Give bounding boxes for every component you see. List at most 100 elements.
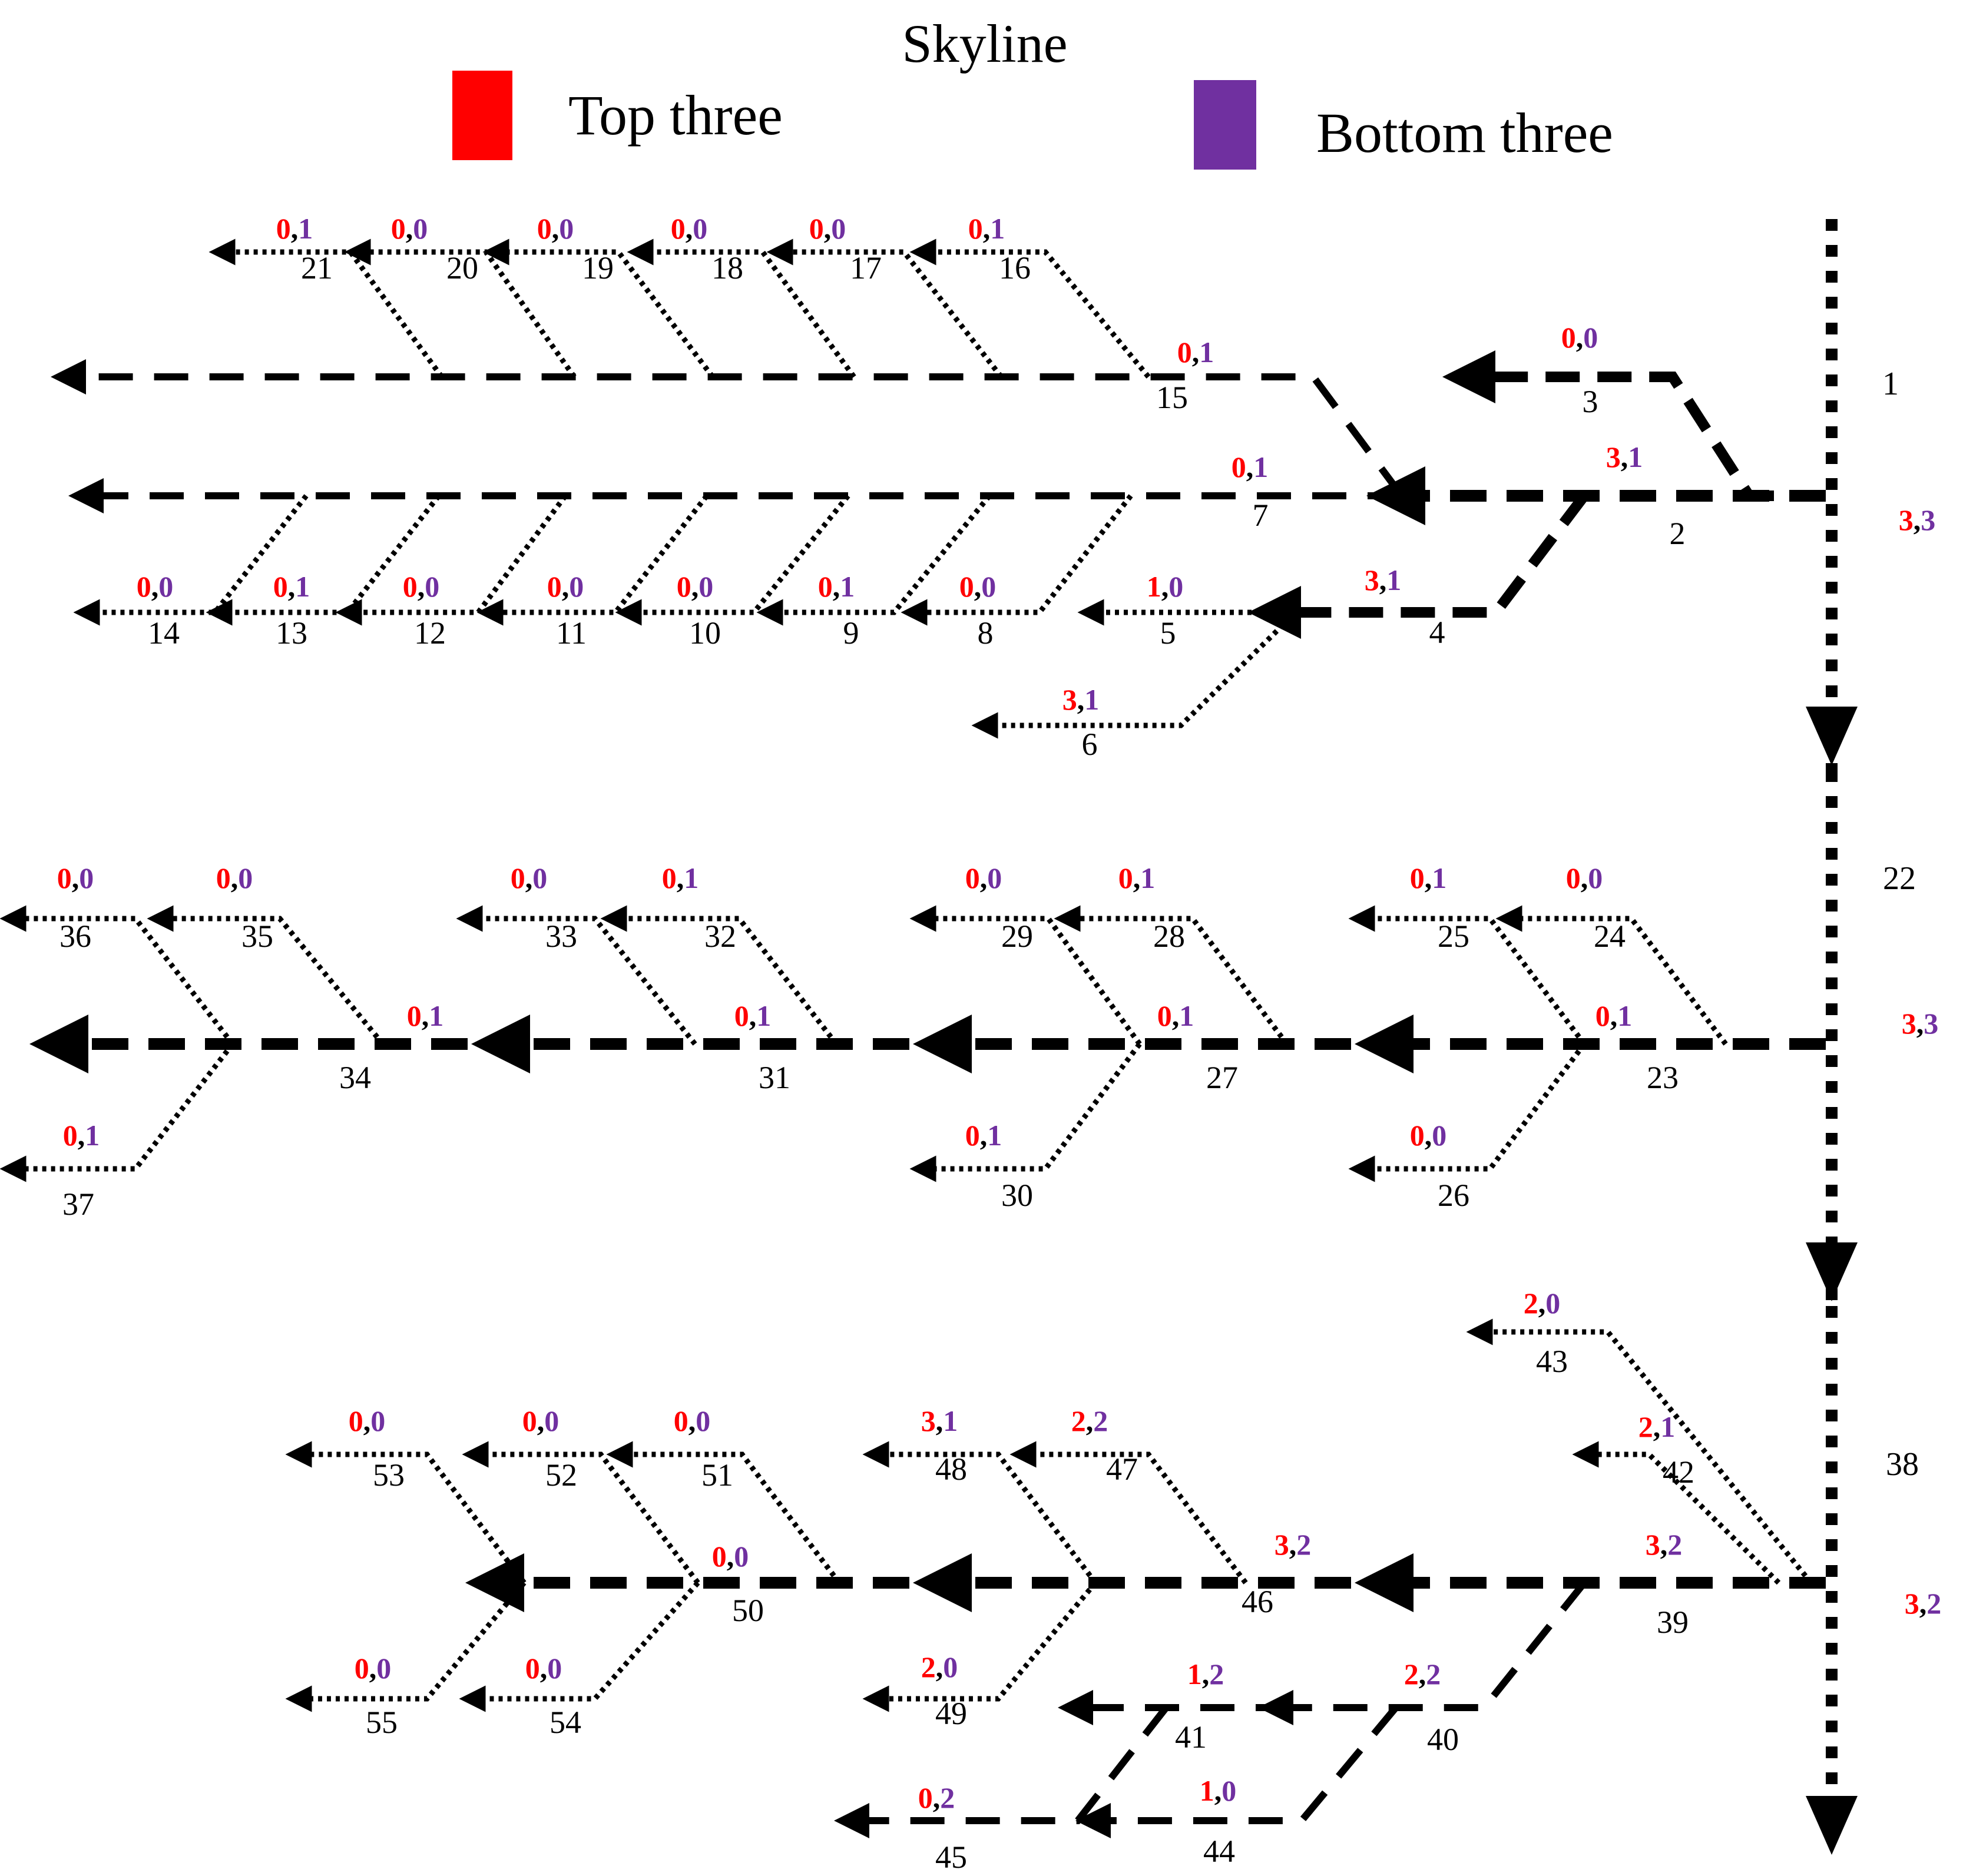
trunk-arrowhead bbox=[1806, 1242, 1858, 1301]
node-id: 45 bbox=[935, 1839, 967, 1875]
tree-node: 280,1 bbox=[1118, 861, 1185, 954]
tree-edge bbox=[1009, 1441, 1248, 1585]
diagram-header: Skyline Top three Bottom three bbox=[452, 14, 1613, 170]
tree-node: 360,0 bbox=[57, 861, 94, 954]
tree-node: 110,0 bbox=[547, 570, 587, 651]
node-counts: 0,0 bbox=[671, 212, 708, 245]
tree-edge bbox=[344, 238, 577, 379]
tree-node: 290,0 bbox=[965, 861, 1033, 954]
node-id: 5 bbox=[1160, 615, 1176, 651]
tree-edge bbox=[756, 494, 992, 626]
node-id: 42 bbox=[1663, 1454, 1694, 1490]
tree-node: 370,1 bbox=[62, 1119, 100, 1222]
tree-edge bbox=[909, 1042, 1142, 1182]
tree-node: 472,2 bbox=[1071, 1404, 1138, 1487]
node-id: 40 bbox=[1427, 1722, 1459, 1757]
tree-node: 170,0 bbox=[809, 212, 882, 286]
tree-node: 210,1 bbox=[276, 212, 333, 286]
node-counts: 2,0 bbox=[921, 1650, 958, 1683]
tree-node: 80,0 bbox=[959, 570, 997, 651]
row-counts: 3,3 bbox=[1899, 503, 1936, 536]
node-id: 53 bbox=[373, 1457, 405, 1493]
tree-node: 411,2 bbox=[1175, 1658, 1224, 1755]
node-counts: 1,0 bbox=[1147, 570, 1184, 603]
node-id: 55 bbox=[366, 1705, 398, 1740]
tree-edge bbox=[909, 905, 1142, 1046]
node-counts: 0,0 bbox=[525, 1652, 562, 1685]
node-id: 50 bbox=[732, 1593, 764, 1628]
node-counts: 0,1 bbox=[734, 999, 772, 1032]
tree-edge bbox=[834, 1705, 1169, 1838]
tree-node: 483,1 bbox=[921, 1404, 967, 1487]
row-id: 38 bbox=[1886, 1446, 1919, 1483]
tree-edge bbox=[862, 1441, 1098, 1585]
node-id: 23 bbox=[1647, 1060, 1679, 1095]
node-id: 37 bbox=[62, 1186, 94, 1222]
row-label: 13,3 bbox=[1882, 366, 1935, 536]
tree-node: 402,2 bbox=[1404, 1658, 1459, 1757]
row-counts: 3,2 bbox=[1905, 1587, 1942, 1620]
legend-swatch-bottom bbox=[1194, 80, 1256, 170]
tree-node: 441,0 bbox=[1200, 1774, 1237, 1869]
node-id: 32 bbox=[704, 919, 736, 954]
node-counts: 1,2 bbox=[1187, 1658, 1224, 1691]
node-counts: 3,1 bbox=[1365, 564, 1402, 596]
node-counts: 0,0 bbox=[511, 861, 548, 894]
node-id: 41 bbox=[1175, 1719, 1207, 1755]
node-counts: 0,0 bbox=[959, 570, 997, 603]
node-id: 21 bbox=[301, 250, 333, 286]
tree-node: 100,0 bbox=[677, 570, 721, 651]
row-id: 1 bbox=[1882, 366, 1899, 402]
tree-edge bbox=[615, 494, 850, 626]
node-id: 2 bbox=[1670, 516, 1686, 551]
tree-edge bbox=[606, 1441, 842, 1585]
node-counts: 0,1 bbox=[407, 999, 444, 1032]
tree-edge bbox=[1258, 1580, 1587, 1725]
tree-node: 450,2 bbox=[918, 1781, 967, 1875]
node-id: 3 bbox=[1583, 384, 1598, 419]
tree-edge bbox=[462, 1441, 700, 1585]
tree-node: 150,1 bbox=[1156, 336, 1214, 415]
node-counts: 0,0 bbox=[537, 212, 574, 245]
node-id: 11 bbox=[556, 615, 587, 651]
tree-node: 230,1 bbox=[1595, 999, 1679, 1095]
tree-edge bbox=[766, 238, 1004, 379]
node-id: 25 bbox=[1438, 919, 1469, 954]
tree-node: 260,0 bbox=[1410, 1119, 1469, 1213]
tree-node: 180,0 bbox=[671, 212, 743, 286]
node-id: 44 bbox=[1203, 1834, 1235, 1869]
node-counts: 0,0 bbox=[1410, 1119, 1447, 1152]
node-counts: 0,0 bbox=[522, 1404, 560, 1437]
node-counts: 3,2 bbox=[1275, 1528, 1312, 1561]
node-id: 48 bbox=[935, 1451, 967, 1487]
tree-edge bbox=[971, 610, 1298, 739]
tree-edge bbox=[0, 905, 235, 1046]
tree-node: 43,1 bbox=[1365, 564, 1445, 650]
node-id: 8 bbox=[978, 615, 994, 651]
node-counts: 2,2 bbox=[1071, 1404, 1108, 1437]
node-counts: 0,1 bbox=[1118, 861, 1156, 894]
node-id: 24 bbox=[1594, 919, 1626, 954]
diagram-title: Skyline bbox=[902, 14, 1067, 74]
node-id: 28 bbox=[1153, 919, 1185, 954]
node-id: 17 bbox=[850, 250, 882, 286]
tree-edge bbox=[1495, 905, 1728, 1046]
node-counts: 0,0 bbox=[674, 1404, 711, 1437]
node-counts: 3,2 bbox=[1646, 1528, 1683, 1561]
node-counts: 0,0 bbox=[216, 861, 253, 894]
node-counts: 0,0 bbox=[391, 212, 428, 245]
tree-node: 432,0 bbox=[1524, 1287, 1568, 1379]
tree-node: 500,0 bbox=[712, 1540, 764, 1628]
tree-node: 393,2 bbox=[1646, 1528, 1689, 1640]
tree-node: 422,1 bbox=[1638, 1410, 1694, 1490]
node-id: 30 bbox=[1001, 1178, 1033, 1213]
tree-edge bbox=[1442, 350, 1826, 501]
node-id: 16 bbox=[999, 250, 1031, 286]
node-counts: 0,1 bbox=[662, 861, 699, 894]
node-id: 18 bbox=[711, 250, 743, 286]
node-counts: 3,1 bbox=[921, 1404, 958, 1437]
tree-node: 200,0 bbox=[391, 212, 478, 286]
tree-edge bbox=[0, 1042, 235, 1182]
node-counts: 0,0 bbox=[677, 570, 714, 603]
